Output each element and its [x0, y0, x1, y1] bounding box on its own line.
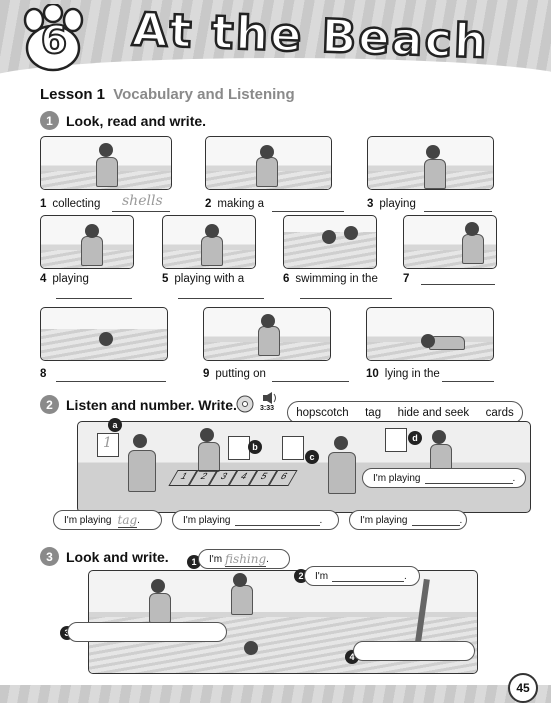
answer-line-4[interactable]: [56, 284, 132, 299]
exercise-instruction: Listen and number. Write.: [66, 396, 237, 413]
answer-line-10[interactable]: [442, 367, 494, 382]
answer-line-7[interactable]: [421, 270, 495, 285]
item-7: 7: [403, 273, 410, 285]
footer-band: [0, 685, 551, 703]
exercise-number: 3: [40, 547, 59, 566]
unit-banner: 6 At the Beach: [0, 0, 551, 78]
speech-bubble-2[interactable]: I'm playing .: [172, 510, 339, 530]
exercise-instruction: Look and write.: [66, 548, 169, 565]
ex3-bubble-4[interactable]: [353, 641, 475, 661]
letter-a: a: [108, 418, 122, 432]
number-box-c[interactable]: [282, 436, 304, 460]
exercise-1-heading: 1 Look, read and write.: [40, 111, 206, 130]
ex3-number-1: 1: [187, 555, 201, 569]
speech-bubble-1[interactable]: I'm playing tag .: [53, 510, 162, 530]
answer-line-9[interactable]: [272, 367, 349, 382]
ex3-bubble-3[interactable]: [67, 622, 227, 642]
answer-line-2[interactable]: [272, 197, 344, 212]
number-box-d[interactable]: [385, 428, 407, 452]
unit-number: 6: [40, 17, 68, 63]
speech-bubble-4[interactable]: I'm playing .: [362, 468, 526, 488]
exercise-3-heading: 3 Look and write.: [40, 547, 169, 566]
paw-print-icon: [23, 4, 84, 72]
exercise-number: 1: [40, 111, 59, 130]
exercise-instruction: Look, read and write.: [66, 112, 207, 129]
page-number: 45: [508, 673, 538, 703]
lesson-heading: Lesson 1 Vocabulary and Listening: [40, 86, 295, 103]
bubble-answer-1: tag: [117, 512, 138, 528]
ex3-bubble-1[interactable]: I'm fishing .: [198, 549, 290, 569]
picture-fishing: [403, 215, 497, 269]
ex3-answer-1: fishing: [225, 551, 267, 567]
picture-collecting-shells: [40, 136, 172, 190]
item-8: 8: [40, 368, 47, 380]
cd-icon: [236, 395, 254, 413]
picture-making-sandcastle: [205, 136, 332, 190]
lesson-subtitle: Vocabulary and Listening: [113, 86, 295, 103]
picture-playing-ball: [162, 215, 256, 269]
number-box-a[interactable]: 1: [97, 433, 119, 457]
hopscotch-grid: 1 2 3 4 5 6: [168, 470, 298, 486]
number-box-b[interactable]: [228, 436, 250, 460]
ex3-bubble-2[interactable]: I'm .: [304, 566, 420, 586]
picture-playground: 1 2 3 4 5 6: [77, 421, 531, 513]
audio-track-time: 3:33: [260, 405, 275, 412]
picture-playing-frisbee: [40, 215, 134, 269]
answer-line-6[interactable]: [300, 284, 392, 299]
speaker-icon[interactable]: [262, 391, 280, 405]
word-cards: cards: [485, 406, 514, 419]
picture-putting-on-sunscreen: [203, 307, 331, 361]
letter-c: c: [305, 450, 319, 464]
picture-diving: [40, 307, 168, 361]
letter-d: d: [408, 431, 422, 445]
exercise-number: 2: [40, 395, 59, 414]
picture-swimming-sea: [283, 215, 377, 269]
banner-wave: [0, 58, 551, 78]
picture-playing-volleyball: [367, 136, 494, 190]
picture-lying-in-sun: [366, 307, 494, 361]
answer-line-8[interactable]: [56, 367, 166, 382]
speech-bubble-3[interactable]: I'm playing .: [349, 510, 467, 530]
word-hopscotch: hopscotch: [296, 406, 349, 419]
exercise-2-heading: 2 Listen and number. Write.: [40, 395, 237, 414]
answer-handwritten-1: shells: [122, 193, 163, 209]
number-box-a-answer: 1: [103, 435, 112, 451]
word-tag: tag: [365, 406, 382, 419]
answer-line-1[interactable]: [112, 197, 170, 212]
lesson-label: Lesson 1: [40, 86, 106, 103]
answer-line-5[interactable]: [178, 284, 264, 299]
word-hide-and-seek: hide and seek: [397, 406, 470, 419]
answer-line-3[interactable]: [424, 197, 492, 212]
letter-b: b: [248, 440, 262, 454]
